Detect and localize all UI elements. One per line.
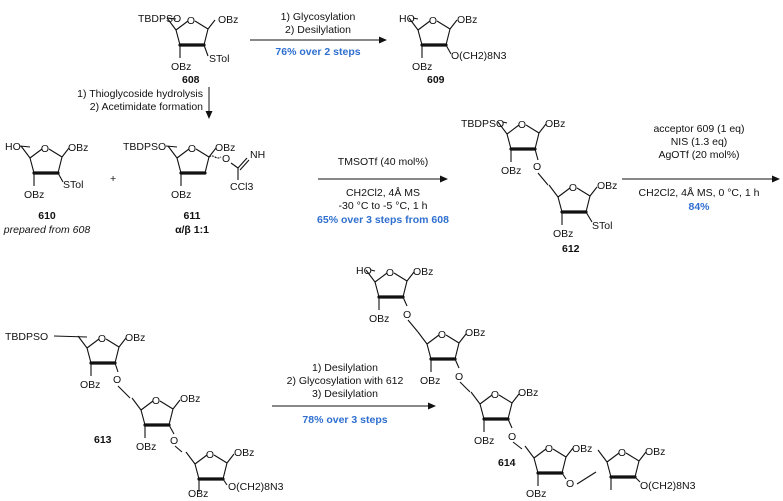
svg-text:76% over 2 steps: 76% over 2 steps xyxy=(275,46,360,58)
label-612: 612 xyxy=(562,243,580,255)
compound-612: TBDPSO OBz OBz O OBz OBz STol 612 xyxy=(461,117,617,255)
step-1: 1) Glycosylation 2) Desilylation 76% ove… xyxy=(250,11,387,58)
svg-text:O: O xyxy=(566,478,574,490)
compound-611: TBDPSO OBz OBz O NH CCl3 611 α/β 1:1 xyxy=(123,141,265,236)
svg-text:OBz: OBz xyxy=(518,387,538,399)
svg-text:O: O xyxy=(222,153,230,165)
svg-text:OBz: OBz xyxy=(572,443,592,455)
svg-text:-30 °C to -5 °C, 1 h: -30 °C to -5 °C, 1 h xyxy=(339,200,428,212)
svg-text:65% over 3 steps from 608: 65% over 3 steps from 608 xyxy=(317,214,449,226)
svg-text:OBz: OBz xyxy=(412,61,432,73)
svg-text:NIS (1.3 eq): NIS (1.3 eq) xyxy=(671,136,728,148)
svg-text:O: O xyxy=(403,309,411,321)
svg-text:O: O xyxy=(113,374,121,386)
svg-text:O(CH2)8N3: O(CH2)8N3 xyxy=(228,481,284,493)
step-3: TMSOTf (40 mol%) CH2Cl2, 4Å MS -30 °C to… xyxy=(317,156,449,226)
svg-text:STol: STol xyxy=(63,179,83,191)
plus-sign: + xyxy=(110,173,116,185)
svg-text:OBz: OBz xyxy=(68,142,88,154)
svg-text:O: O xyxy=(533,161,541,173)
compound-609: HO OBz OBz O(CH2)8N3 609 xyxy=(399,13,507,86)
svg-text:OBz: OBz xyxy=(545,118,565,130)
step-5: 1) Desilylation 2) Glycosylation with 61… xyxy=(272,362,436,426)
svg-text:OBz: OBz xyxy=(413,266,433,278)
svg-text:CH2Cl2, 4Å MS, 0 °C, 1 h: CH2Cl2, 4Å MS, 0 °C, 1 h xyxy=(639,186,760,199)
svg-text:OBz: OBz xyxy=(24,189,44,201)
step-4: acceptor 609 (1 eq) NIS (1.3 eq) AgOTf (… xyxy=(622,123,780,213)
svg-text:OBz: OBz xyxy=(597,180,617,192)
label-613: 613 xyxy=(94,434,112,446)
compound-614: HO OBz OBz O OBz OBz O OBz OBz O OBz OBz… xyxy=(356,265,696,500)
svg-text:OBz: OBz xyxy=(645,446,665,458)
svg-text:OBz: OBz xyxy=(457,14,477,26)
svg-text:HO: HO xyxy=(356,265,372,277)
svg-text:84%: 84% xyxy=(688,201,710,213)
svg-text:OBz: OBz xyxy=(553,228,573,240)
svg-text:O: O xyxy=(455,371,463,383)
svg-text:OBz: OBz xyxy=(215,142,235,154)
svg-text:HO: HO xyxy=(5,141,21,153)
svg-text:2) Acetimidate formation: 2) Acetimidate formation xyxy=(90,101,203,113)
svg-text:O(CH2)8N3: O(CH2)8N3 xyxy=(640,480,696,492)
svg-text:STol: STol xyxy=(209,53,229,65)
label-608: 608 xyxy=(182,74,200,86)
compound-608: TBDPSO OBz OBz STol 608 xyxy=(138,13,238,86)
label-614: 614 xyxy=(498,457,516,469)
label-609: 609 xyxy=(427,74,445,86)
svg-text:78% over 3 steps: 78% over 3 steps xyxy=(302,414,387,426)
svg-text:O: O xyxy=(170,435,178,447)
svg-text:OBz: OBz xyxy=(420,375,440,387)
compound-613: TBDPSO OBz OBz O OBz OBz O OBz OBz O(CH2… xyxy=(5,331,284,500)
compound-610: HO OBz OBz STol 610 prepared from 608 xyxy=(3,141,91,236)
svg-text:CH2Cl2, 4Å MS: CH2Cl2, 4Å MS xyxy=(346,186,420,199)
svg-text:TMSOTf (40 mol%): TMSOTf (40 mol%) xyxy=(338,156,428,168)
svg-text:TBDPSO: TBDPSO xyxy=(5,331,48,343)
ratio-611: α/β 1:1 xyxy=(175,224,209,236)
svg-text:STol: STol xyxy=(592,220,612,232)
svg-text:OBz: OBz xyxy=(501,165,521,177)
svg-text:NH: NH xyxy=(250,149,265,161)
svg-text:1) Desilylation: 1) Desilylation xyxy=(312,362,378,374)
svg-text:3) Desilylation: 3) Desilylation xyxy=(312,388,378,400)
label-611: 611 xyxy=(184,210,201,222)
svg-text:OBz: OBz xyxy=(369,313,389,325)
svg-text:OBz: OBz xyxy=(136,441,156,453)
svg-text:OBz: OBz xyxy=(234,447,254,459)
svg-text:1) Glycosylation: 1) Glycosylation xyxy=(281,11,356,23)
svg-text:HO: HO xyxy=(399,13,415,25)
svg-text:2) Glycosylation with 612: 2) Glycosylation with 612 xyxy=(287,375,404,387)
svg-text:OBz: OBz xyxy=(474,435,494,447)
svg-text:OBz: OBz xyxy=(526,488,546,500)
svg-text:CCl3: CCl3 xyxy=(230,181,253,193)
svg-text:OBz: OBz xyxy=(125,332,145,344)
label-610: 610 xyxy=(38,210,56,222)
svg-text:acceptor 609 (1 eq): acceptor 609 (1 eq) xyxy=(653,123,744,135)
svg-text:OBz: OBz xyxy=(180,393,200,405)
svg-text:O: O xyxy=(508,431,516,443)
step-2: 1) Thioglycoside hydrolysis 2) Acetimida… xyxy=(77,87,213,119)
note-610: prepared from 608 xyxy=(3,224,91,236)
svg-text:OBz: OBz xyxy=(171,189,191,201)
svg-text:OBz: OBz xyxy=(465,327,485,339)
svg-text:AgOTf (20 mol%): AgOTf (20 mol%) xyxy=(658,149,739,161)
tbdpso-label: TBDPSO xyxy=(138,13,181,25)
svg-text:OBz: OBz xyxy=(218,14,238,26)
svg-text:OBz: OBz xyxy=(188,488,208,500)
svg-text:OBz: OBz xyxy=(171,61,191,73)
svg-text:O(CH2)8N3: O(CH2)8N3 xyxy=(451,50,507,62)
svg-text:TBDPSO: TBDPSO xyxy=(461,118,504,130)
svg-text:OBz: OBz xyxy=(80,379,100,391)
svg-text:TBDPSO: TBDPSO xyxy=(123,141,166,153)
svg-text:2) Desilylation: 2) Desilylation xyxy=(285,24,351,36)
svg-text:1) Thioglycoside hydrolysis: 1) Thioglycoside hydrolysis xyxy=(77,88,203,100)
